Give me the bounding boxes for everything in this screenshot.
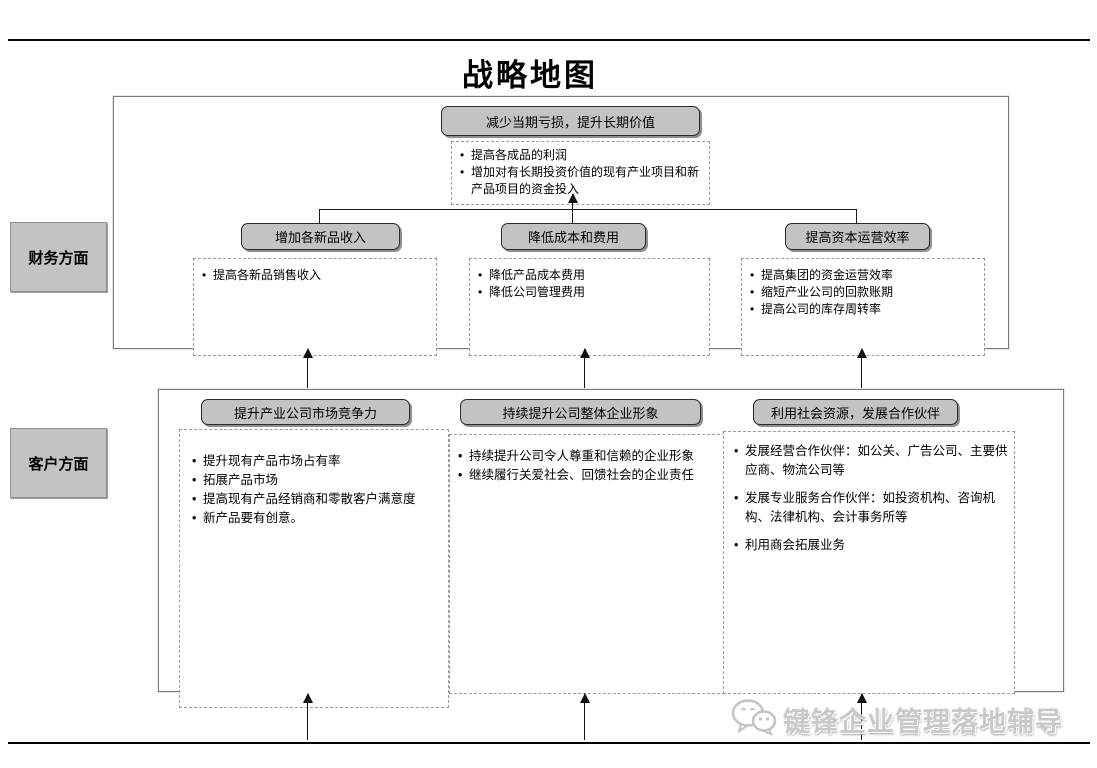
- bullet-item: 利用商会拓展业务: [732, 536, 1008, 555]
- financial-detail-box-2: 降低产品成本费用 降低公司管理费用: [469, 258, 710, 356]
- financial-objective-label-3: 提高资本运营效率: [805, 230, 910, 245]
- page-title: 战略地图: [462, 58, 598, 93]
- financial-top-goal-box: 减少当期亏损，提升长期价值: [441, 106, 700, 136]
- financial-objective-box-2: 降低成本和费用: [501, 223, 646, 250]
- financial-objective-box-1: 增加各新品收入: [241, 223, 400, 250]
- financial-connector-stub-left: [319, 209, 320, 223]
- financial-top-goal-label: 减少当期亏损，提升长期价值: [485, 114, 655, 130]
- customer-detail-box-3: 发展经营合作伙伴：如公关、广告公司、主要供应商、物流公司等 发展专业服务合作伙伴…: [723, 431, 1015, 694]
- financial-bullet-list-1: 提高各新品销售收入: [200, 267, 430, 284]
- arrow-up-mid-3: [856, 348, 867, 389]
- financial-connector-line: [319, 209, 857, 210]
- top-rule: [8, 39, 1090, 41]
- bullet-item: 提高各成品的利润: [458, 147, 703, 164]
- bullet-item: 增加对有长期投资价值的现有产业项目和新产品项目的资金投入: [458, 164, 703, 198]
- bullet-item: 提高集团的资金运营效率: [748, 267, 978, 284]
- customer-objective-box-2: 持续提升公司整体企业形象: [460, 399, 701, 425]
- financial-detail-box-3: 提高集团的资金运营效率 缩短产业公司的回款账期 提高公司的库存周转率: [741, 258, 985, 356]
- bullet-item: 降低公司管理费用: [476, 284, 703, 301]
- customer-bullet-list-2: 持续提升公司令人尊重和信赖的企业形象 继续履行关爱社会、回馈社会的企业责任: [456, 447, 720, 485]
- watermark: 键锋企业管理落地辅导: [731, 698, 1063, 741]
- perspective-label-financial: 财务方面: [10, 222, 107, 292]
- perspective-label-text: 客户方面: [28, 455, 89, 473]
- watermark-text: 键锋企业管理落地辅导: [783, 707, 1063, 737]
- financial-detail-box-1: 提高各新品销售收入: [193, 258, 437, 356]
- financial-section-container: 减少当期亏损，提升长期价值 提高各成品的利润 增加对有长期投资价值的现有产业项目…: [113, 96, 1009, 356]
- financial-objective-label-2: 降低成本和费用: [527, 230, 619, 245]
- financial-top-bullet-list: 提高各成品的利润 增加对有长期投资价值的现有产业项目和新产品项目的资金投入: [458, 147, 703, 198]
- customer-objective-box-3: 利用社会资源，发展合作伙伴: [753, 399, 958, 425]
- wechat-icon: [731, 698, 777, 741]
- financial-bullet-list-2: 降低产品成本费用 降低公司管理费用: [476, 267, 703, 301]
- bullet-item: 缩短产业公司的回款账期: [748, 284, 978, 301]
- customer-objective-label-2: 持续提升公司整体企业形象: [502, 405, 659, 421]
- bottom-rule: [8, 742, 1090, 744]
- customer-detail-box-1: 提升现有产品市场占有率 拓展产品市场 提高现有产品经销商和零散客户满意度 新产品…: [179, 429, 449, 708]
- financial-connector-stub-right: [856, 209, 857, 223]
- perspective-label-text: 财务方面: [28, 249, 89, 267]
- financial-bullet-list-3: 提高集团的资金运营效率 缩短产业公司的回款账期 提高公司的库存周转率: [748, 267, 978, 318]
- bullet-item: 新产品要有创意。: [190, 509, 442, 528]
- financial-objective-box-3: 提高资本运营效率: [785, 223, 930, 250]
- bullet-item: 拓展产品市场: [190, 471, 442, 490]
- bullet-item: 持续提升公司令人尊重和信赖的企业形象: [456, 447, 720, 466]
- bullet-item: 提高各新品销售收入: [200, 267, 430, 284]
- financial-objective-label-1: 增加各新品收入: [274, 230, 366, 245]
- bullet-item: 降低产品成本费用: [476, 267, 703, 284]
- customer-bullet-list-3: 发展经营合作伙伴：如公关、广告公司、主要供应商、物流公司等 发展专业服务合作伙伴…: [732, 442, 1008, 555]
- customer-objective-box-1: 提升产业公司市场竞争力: [201, 399, 410, 425]
- customer-objective-label-3: 利用社会资源，发展合作伙伴: [770, 405, 940, 421]
- bullet-item: 发展专业服务合作伙伴：如投资机构、咨询机构、法律机构、会计事务所等: [732, 489, 1008, 527]
- customer-section-container: 提升产业公司市场竞争力 持续提升公司整体企业形象 利用社会资源，发展合作伙伴 提…: [158, 389, 1064, 708]
- arrow-up-mid-1: [302, 348, 313, 389]
- customer-bullet-list-1: 提升现有产品市场占有率 拓展产品市场 提高现有产品经销商和零散客户满意度 新产品…: [190, 452, 442, 528]
- arrow-up-bottom-1: [302, 693, 313, 740]
- customer-objective-label-1: 提升产业公司市场竞争力: [233, 405, 377, 421]
- arrow-up-financial-center: [567, 193, 578, 223]
- bullet-item: 发展经营合作伙伴：如公关、广告公司、主要供应商、物流公司等: [732, 442, 1008, 480]
- perspective-label-customer: 客户方面: [10, 428, 107, 498]
- bullet-item: 提高现有产品经销商和零散客户满意度: [190, 490, 442, 509]
- customer-detail-box-2: 持续提升公司令人尊重和信赖的企业形象 继续履行关爱社会、回馈社会的企业责任: [449, 434, 725, 694]
- bullet-item: 继续履行关爱社会、回馈社会的企业责任: [456, 466, 720, 485]
- bullet-item: 提升现有产品市场占有率: [190, 452, 442, 471]
- arrow-up-bottom-3: [856, 693, 867, 740]
- arrow-up-bottom-2: [579, 693, 590, 740]
- financial-top-detail-box: 提高各成品的利润 增加对有长期投资价值的现有产业项目和新产品项目的资金投入: [451, 141, 710, 205]
- arrow-up-mid-2: [579, 348, 590, 389]
- bullet-item: 提高公司的库存周转率: [748, 301, 978, 318]
